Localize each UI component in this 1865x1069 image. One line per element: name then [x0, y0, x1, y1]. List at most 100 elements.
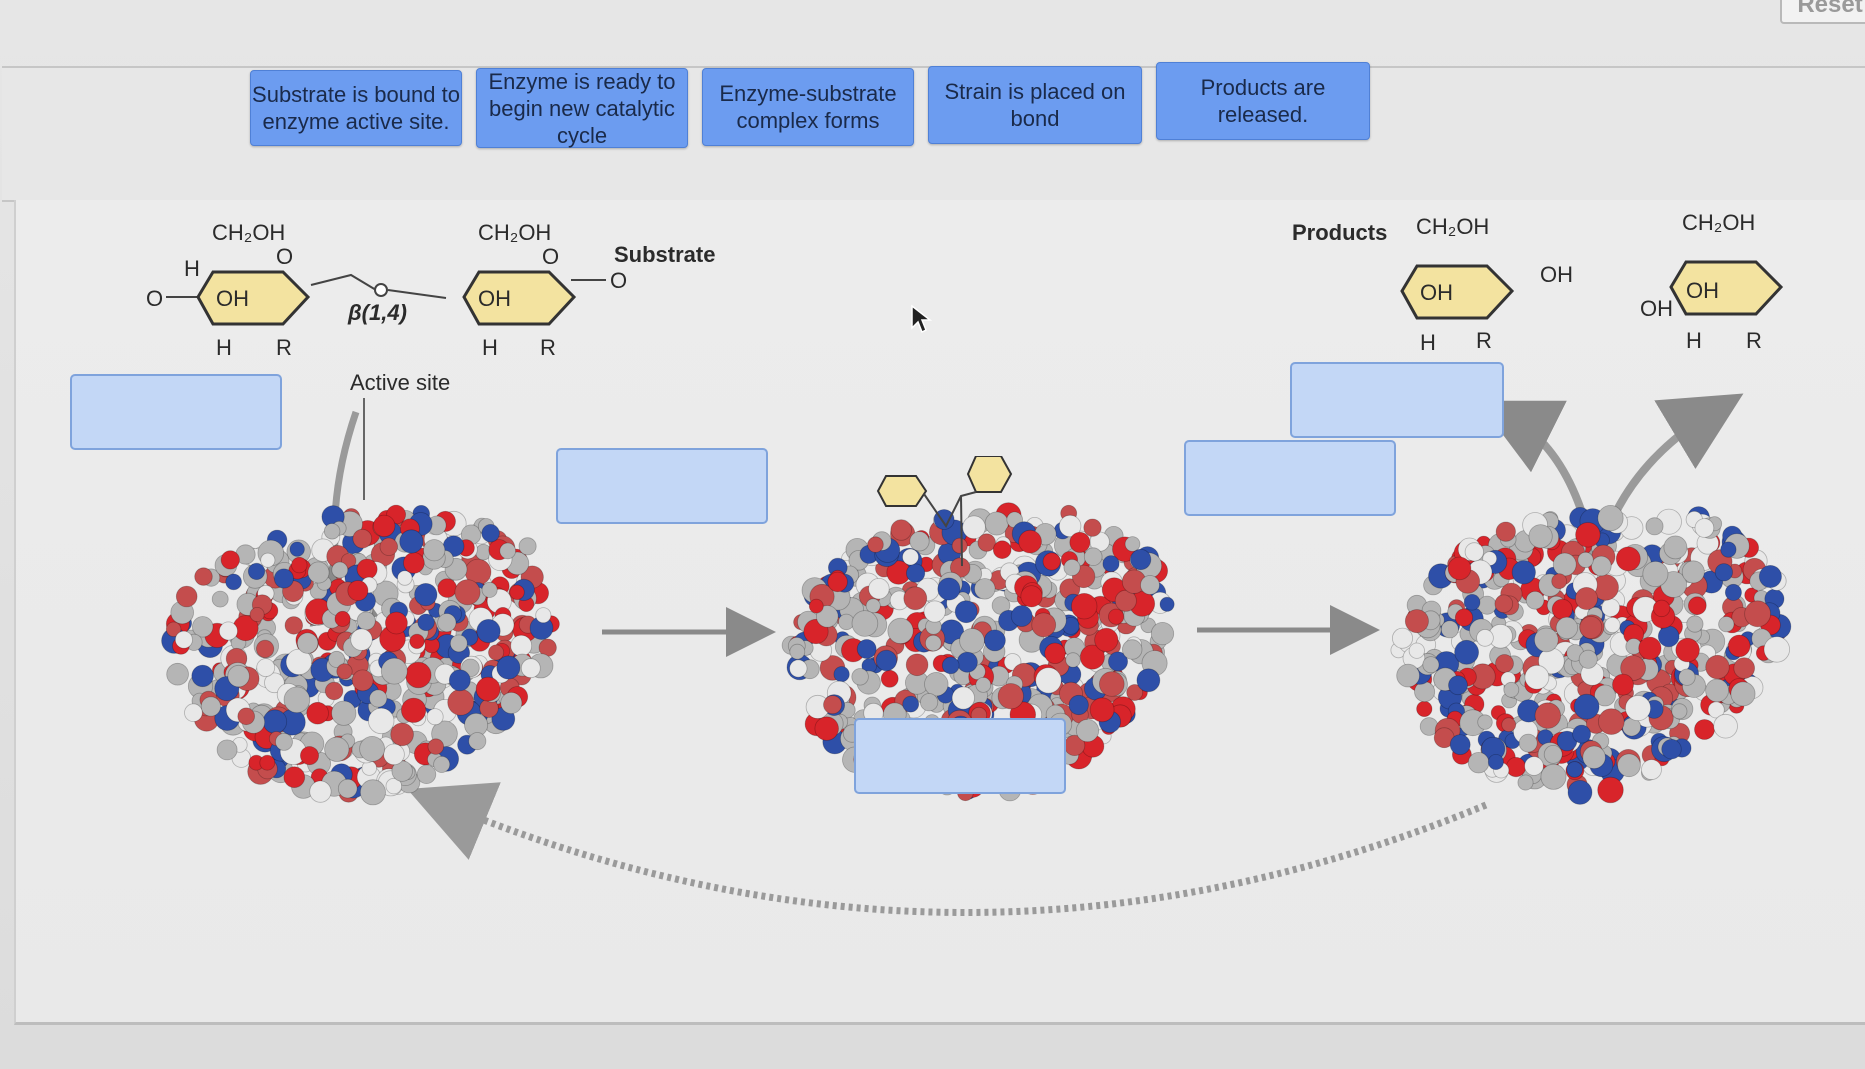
- active-site-label: Active site: [350, 370, 451, 395]
- protein-atom: [192, 616, 214, 638]
- protein-atom: [384, 611, 408, 635]
- chip-substrate-bound[interactable]: Substrate is bound to enzyme active site…: [250, 70, 462, 146]
- protein-atom: [367, 707, 395, 735]
- protein-atom: [417, 613, 435, 632]
- protein-atom: [923, 600, 946, 623]
- protein-atom: [1416, 700, 1433, 717]
- protein-atom: [925, 634, 942, 652]
- protein-atom: [437, 578, 458, 598]
- protein-atom: [1525, 591, 1545, 610]
- protein-atom: [1552, 552, 1577, 577]
- protein-atom: [306, 701, 329, 725]
- protein-atom: [500, 691, 523, 714]
- protein-atom: [285, 648, 313, 676]
- protein-atom: [1414, 681, 1436, 703]
- protein-atom: [974, 578, 996, 600]
- protein-atom: [409, 633, 425, 649]
- protein-atom: [331, 561, 349, 579]
- protein-atom: [1068, 694, 1089, 716]
- protein-atom: [1075, 719, 1100, 743]
- protein-atom: [249, 607, 265, 623]
- protein-atom: [890, 519, 912, 541]
- protein-atom: [1620, 655, 1647, 681]
- protein-atom: [1422, 656, 1440, 674]
- protein-atom: [1517, 774, 1534, 791]
- protein-atom: [1454, 608, 1474, 627]
- drop-target-3[interactable]: [1184, 440, 1396, 516]
- protein-atom: [1591, 555, 1612, 577]
- protein-atom: [401, 697, 427, 723]
- protein-atom: [956, 651, 978, 673]
- protein-atom: [1031, 612, 1057, 638]
- protein-atom: [1612, 673, 1634, 696]
- protein-atom: [476, 619, 501, 644]
- protein-atom: [1718, 616, 1735, 633]
- protein-atom: [403, 552, 425, 574]
- protein-atom: [816, 605, 839, 628]
- protein-atom: [1551, 573, 1568, 590]
- protein-atom: [1501, 717, 1517, 733]
- protein-atom: [1540, 763, 1567, 790]
- ring4-ch2oh-label: CH₂OH: [1682, 210, 1756, 235]
- protein-atom: [273, 568, 294, 589]
- protein-atom: [1018, 529, 1042, 554]
- protein-atom: [1763, 636, 1791, 663]
- protein-atom: [379, 537, 399, 557]
- protein-atom: [1555, 616, 1579, 640]
- protein-atom: [383, 743, 405, 766]
- protein-atom: [1107, 651, 1128, 672]
- protein-atom: [1150, 622, 1175, 646]
- chip-es-complex-forms[interactable]: Enzyme-substrate complex forms: [702, 68, 914, 146]
- protein-atom: [184, 703, 203, 723]
- protein-atom: [307, 561, 330, 584]
- protein-atom: [1574, 587, 1598, 611]
- chip-strain-on-bond[interactable]: Strain is placed on bond: [928, 66, 1142, 144]
- protein-atom: [1065, 652, 1081, 668]
- drop-target-4[interactable]: [1290, 362, 1504, 438]
- protein-atom: [1140, 575, 1160, 595]
- drop-target-2[interactable]: [556, 448, 768, 524]
- ring1-oh-label: OH: [216, 286, 249, 311]
- protein-atom: [324, 736, 350, 762]
- protein-atom: [1408, 642, 1425, 659]
- protein-atom: [865, 598, 881, 614]
- protein-atom: [1714, 563, 1733, 582]
- protein-atom: [216, 739, 238, 761]
- protein-atom: [334, 610, 351, 627]
- protein-atom: [1467, 752, 1490, 774]
- drop-target-5[interactable]: [854, 718, 1066, 794]
- protein-atom: [903, 586, 928, 611]
- protein-atom: [1671, 703, 1688, 720]
- protein-atom: [1042, 552, 1061, 571]
- chip-products-released[interactable]: Products are released.: [1156, 62, 1370, 140]
- glycosidic-bond-line-right: [387, 289, 447, 299]
- protein-atom: [902, 695, 920, 713]
- protein-atom: [1724, 583, 1742, 601]
- protein-atom: [1454, 639, 1479, 665]
- protein-atom: [1494, 594, 1514, 614]
- ring2-o-label: O: [542, 244, 560, 269]
- ring2-ch2oh-label: CH₂OH: [478, 220, 552, 245]
- protein-atom: [909, 531, 930, 552]
- protein-atom: [391, 760, 413, 782]
- ring4-oh-left-label: OH: [1640, 296, 1673, 321]
- protein-atom: [1758, 565, 1782, 589]
- protein-atom: [166, 662, 189, 686]
- protein-atom: [414, 583, 438, 607]
- protein-atom: [1089, 697, 1115, 723]
- reset-button[interactable]: Reset: [1780, 0, 1865, 24]
- protein-atom: [1661, 739, 1682, 760]
- ring3-ch2oh-label: CH₂OH: [1416, 214, 1490, 239]
- protein-atom: [1487, 753, 1504, 770]
- protein-atom: [359, 735, 386, 762]
- chip-enzyme-ready[interactable]: Enzyme is ready to begin new catalytic c…: [476, 68, 688, 148]
- drop-target-1[interactable]: [70, 374, 282, 450]
- protein-atom: [1572, 724, 1592, 744]
- protein-atom: [352, 528, 373, 549]
- protein-atom: [175, 585, 198, 608]
- protein-atom: [1102, 555, 1120, 573]
- protein-atom: [1079, 644, 1105, 670]
- protein-atom: [1107, 608, 1125, 625]
- protein-atom: [1071, 592, 1098, 620]
